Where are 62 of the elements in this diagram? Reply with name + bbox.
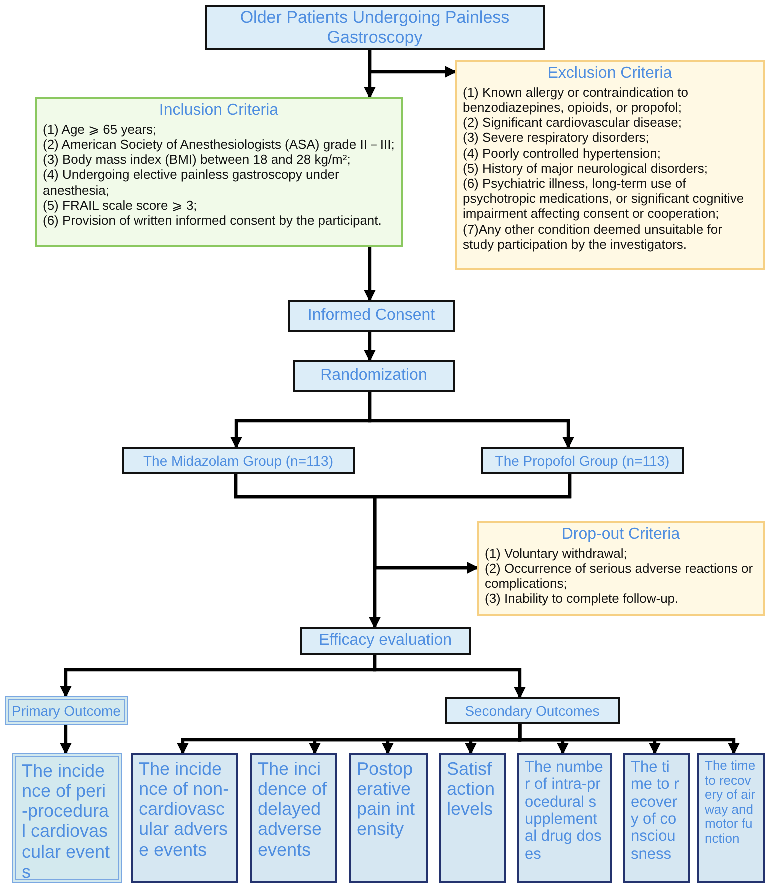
- arrow: [373, 655, 526, 699]
- arrow: [60, 725, 72, 755]
- outcome-box: [697, 753, 765, 883]
- panel-heading: Exclusion Criteria: [546, 65, 674, 84]
- criteria-panel: [35, 97, 403, 247]
- node-label: The number of intra-procedural supplemental drug doses: [525, 759, 604, 864]
- node-label: Satisfaction levels: [447, 759, 496, 820]
- outcome-box: [439, 753, 506, 883]
- outcome-box: [131, 753, 238, 883]
- criteria-item: (6) Provision of written informed consent by the participant.: [43, 212, 383, 228]
- node-label: The incidence of non-cardiovascular adverse events: [139, 759, 230, 860]
- criteria-item: (5) History of major neurological disorders;: [463, 160, 709, 176]
- criteria-item: (1) Age ⩾ 65 years;: [43, 122, 158, 137]
- criteria-item: (2) American Society of Anesthesiologists (ASA) grade II－III;: [43, 136, 395, 152]
- criteria-item: (3) Severe respiratory disorders;: [463, 130, 650, 146]
- panel-heading: Inclusion Criteria: [158, 102, 280, 121]
- node-label: Secondary Outcomes: [465, 702, 600, 718]
- outcome-box: [517, 753, 612, 883]
- criteria-item: (2) Occurrence of serious adverse reactions or complications;: [485, 560, 754, 592]
- node-label: The Midazolam Group (n=113): [144, 452, 334, 468]
- node-label: The incidence of delayed adverse events: [258, 759, 328, 860]
- arrow: [373, 474, 572, 574]
- node-label: The Propofol Group (n=113): [495, 452, 670, 468]
- arrow: [518, 724, 740, 755]
- process-box: [205, 5, 545, 50]
- criteria-item: (4) Undergoing elective painless gastroscopy under anesthesia;: [43, 167, 340, 198]
- criteria-item: (2) Significant cardiovascular disease;: [463, 115, 683, 130]
- criteria-panel: [455, 60, 765, 270]
- process-box: [288, 300, 455, 332]
- outcome-box: [623, 753, 690, 883]
- outcome-box: [12, 753, 122, 883]
- process-box: [300, 627, 471, 655]
- node-label: Primary Outcome: [12, 702, 121, 718]
- criteria-panel: [477, 521, 765, 616]
- node-label: Informed Consent: [308, 307, 436, 325]
- outcome-box: [250, 753, 337, 883]
- node-label: The time to recovery of consciousness: [631, 759, 680, 864]
- node-label: Older Patients Undergoing Painless Gastroscopy: [239, 8, 511, 48]
- process-box: [445, 697, 620, 724]
- node-label: The incidence of peri-procedural cardiovascular events: [22, 761, 112, 882]
- arrow: [364, 247, 376, 302]
- outcome-box: [349, 753, 428, 883]
- criteria-item: (1) Voluntary withdrawal;: [485, 546, 628, 561]
- criteria-item: (7)Any other condition deemed unsuitable for study participation by the investigators.: [463, 222, 724, 252]
- criteria-item: (1) Known allergy or contraindication to benzodiazepines, opioids, or propofol;: [463, 84, 690, 116]
- arrow: [368, 392, 574, 449]
- criteria-item: (5) FRAIL scale score ⩾ 3;: [43, 198, 198, 213]
- node-label: Randomization: [320, 367, 428, 385]
- outcome-box: [5, 696, 128, 725]
- process-box: [481, 447, 684, 474]
- process-box: [122, 447, 355, 474]
- criteria-item: (3) Body mass index (BMI) between 18 and 28 kg/m²;: [43, 152, 352, 168]
- arrow: [368, 50, 457, 78]
- panel-heading: Drop-out Criteria: [560, 526, 682, 545]
- process-box: [293, 360, 455, 392]
- node-label: Efficacy evaluation: [318, 632, 452, 650]
- criteria-item: (4) Poorly controlled hypertension;: [463, 146, 662, 161]
- criteria-item: (6) Psychiatric illness, long-term use of psychotropic medications, or significant cognitive impairment affecting consent or cooperation;: [463, 176, 746, 222]
- arrow: [364, 332, 376, 362]
- node-label: The time to recovery of airway and motor function: [705, 759, 757, 846]
- node-label: Postoperative pain intensity: [357, 759, 416, 840]
- criteria-item: (3) Inability to complete follow-up.: [485, 591, 680, 607]
